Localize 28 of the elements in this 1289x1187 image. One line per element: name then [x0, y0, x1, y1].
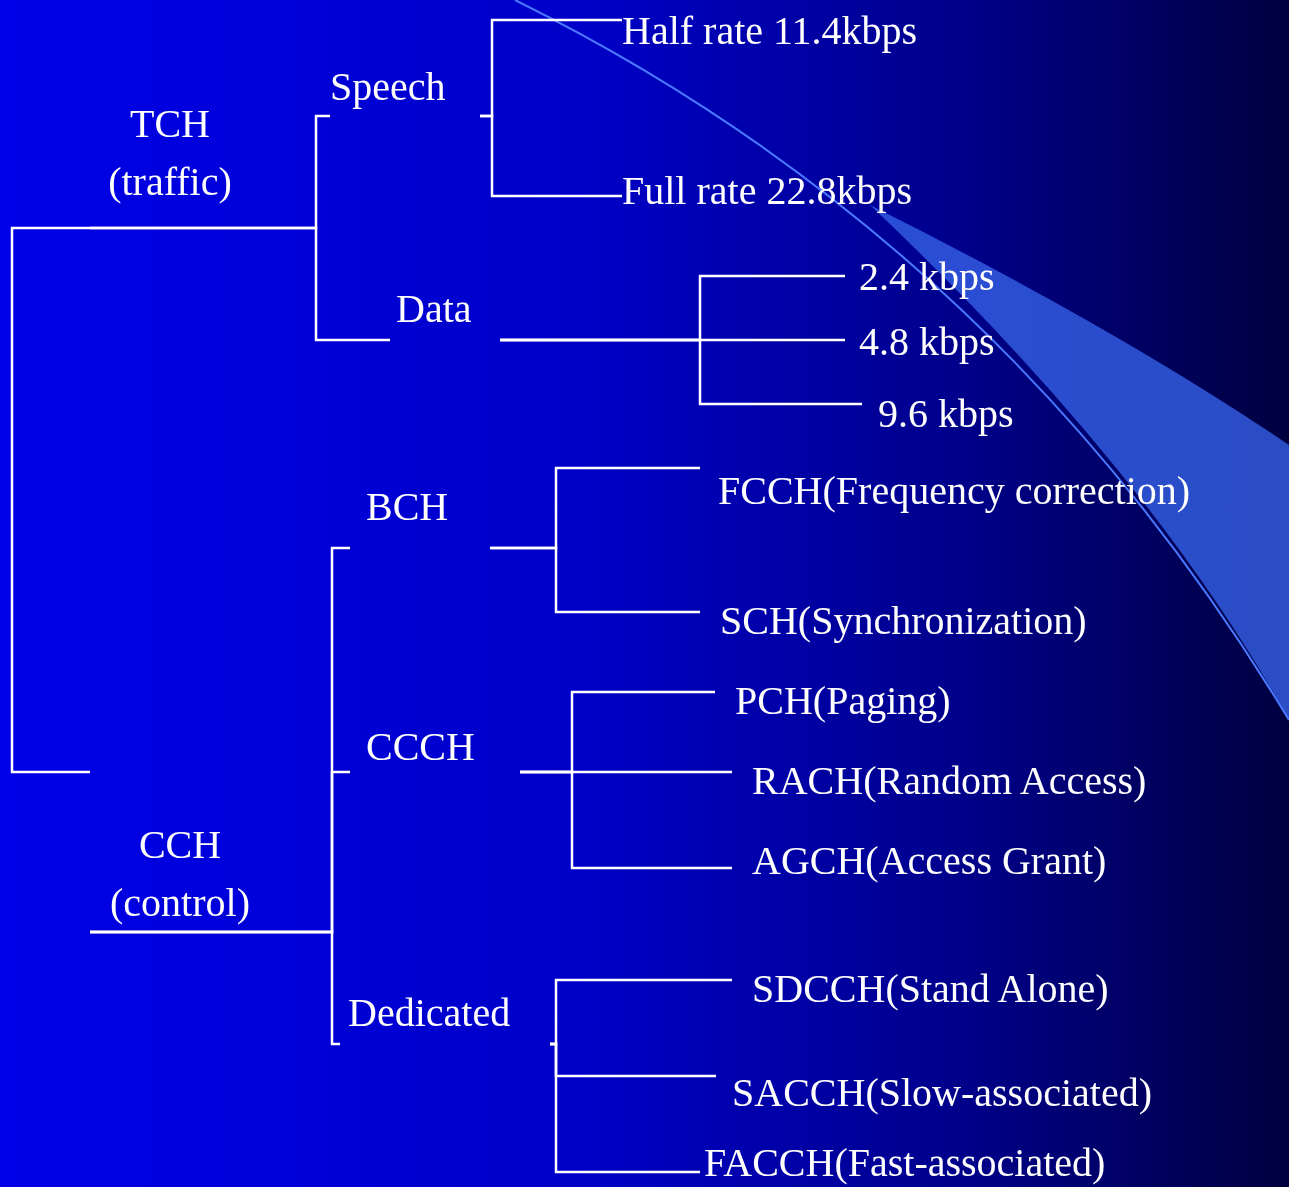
- channel-label: 4.8 kbps: [859, 318, 995, 366]
- tree-connector: [480, 114, 622, 198]
- channel-label: 2.4 kbps: [859, 253, 995, 301]
- channel-label: Dedicated: [348, 989, 511, 1037]
- channel-label: FACCH(Fast-associated): [704, 1139, 1106, 1187]
- channel-label: SCH(Synchronization): [720, 597, 1087, 645]
- tree-connector: [550, 1042, 700, 1174]
- channel-label: TCH (traffic): [107, 100, 233, 206]
- tree-connector: [500, 338, 862, 406]
- channel-label: Data: [396, 285, 472, 333]
- channel-label: 9.6 kbps: [878, 390, 1014, 438]
- channel-label: AGCH(Access Grant): [752, 837, 1107, 885]
- tree-connector: [90, 930, 340, 1046]
- channel-label: SACCH(Slow-associated): [732, 1069, 1152, 1117]
- channel-label: SDCCH(Stand Alone): [752, 965, 1109, 1013]
- channel-label: BCH: [366, 483, 449, 531]
- channel-label: CCH (control): [109, 821, 251, 927]
- tree-connector: [90, 226, 390, 342]
- tree-connector: [10, 226, 90, 774]
- channel-label: FCCH(Frequency correction): [718, 467, 1191, 515]
- channel-label: CCCH: [366, 723, 475, 771]
- channel-label: Full rate 22.8kbps: [622, 167, 912, 215]
- channel-label: Half rate 11.4kbps: [622, 7, 918, 55]
- tree-connector: [490, 546, 700, 614]
- channel-label: PCH(Paging): [735, 677, 951, 725]
- channel-label: Speech: [330, 63, 446, 111]
- tree-connector: [520, 770, 732, 870]
- channel-label: RACH(Random Access): [752, 757, 1147, 805]
